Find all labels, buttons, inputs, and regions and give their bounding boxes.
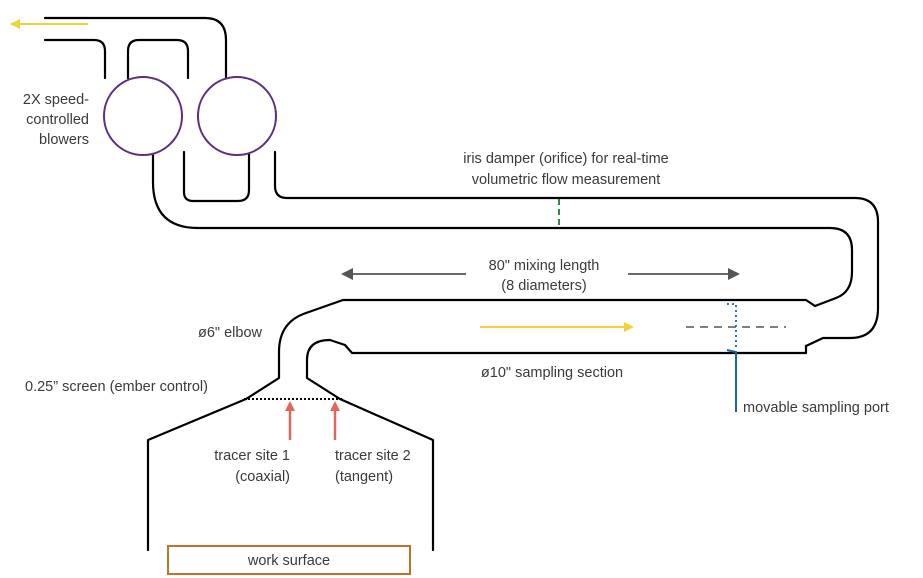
sampling-section-label: ø10" sampling section	[481, 365, 623, 381]
outlet-duct-top	[43, 16, 228, 80]
sampling-port-probe	[726, 349, 737, 412]
tracer-site-1-label-line1: tracer site 1	[214, 448, 290, 464]
tracer-site-2-label-line2: (tangent)	[335, 469, 393, 485]
sampling-port-label: movable sampling port	[743, 400, 889, 416]
sampling-section-top	[304, 298, 817, 315]
damper-label-line1: iris damper (orifice) for real-time	[463, 151, 668, 167]
hood-left	[146, 397, 248, 552]
blower-2	[197, 76, 277, 156]
tracer-site-2-label-line1: tracer site 2	[335, 448, 411, 464]
outlet-duct-inner	[43, 38, 107, 80]
mixing-length-label-line1: 80" mixing length	[489, 258, 600, 274]
elbow-inner	[305, 338, 347, 401]
blower-bridge-upper	[126, 38, 190, 80]
damper-label-line2: volumetric flow measurement	[472, 172, 661, 188]
blowers-label-line3: blowers	[39, 132, 89, 148]
blowers-label-line1: 2X speed-	[23, 92, 89, 108]
blower-1	[103, 76, 183, 156]
work-surface-label: work surface	[247, 553, 330, 569]
blower2-return-duct	[273, 150, 880, 348]
sampling-section-bottom	[343, 343, 808, 355]
tracer-site-1-label-line2: (coaxial)	[235, 469, 290, 485]
mixing-length-label-line2: (8 diameters)	[501, 278, 586, 294]
work-surface-box	[167, 545, 411, 575]
elbow-outer	[244, 311, 308, 401]
screen-label: 0.25” screen (ember control)	[25, 379, 208, 395]
hood-right	[338, 397, 435, 552]
elbow-label: ø6" elbow	[198, 325, 263, 341]
blower1-lower-duct	[151, 150, 854, 308]
blower1-inner-leg	[182, 150, 251, 203]
duct-work	[43, 16, 880, 552]
blowers-label-line2: controlled	[26, 112, 89, 128]
